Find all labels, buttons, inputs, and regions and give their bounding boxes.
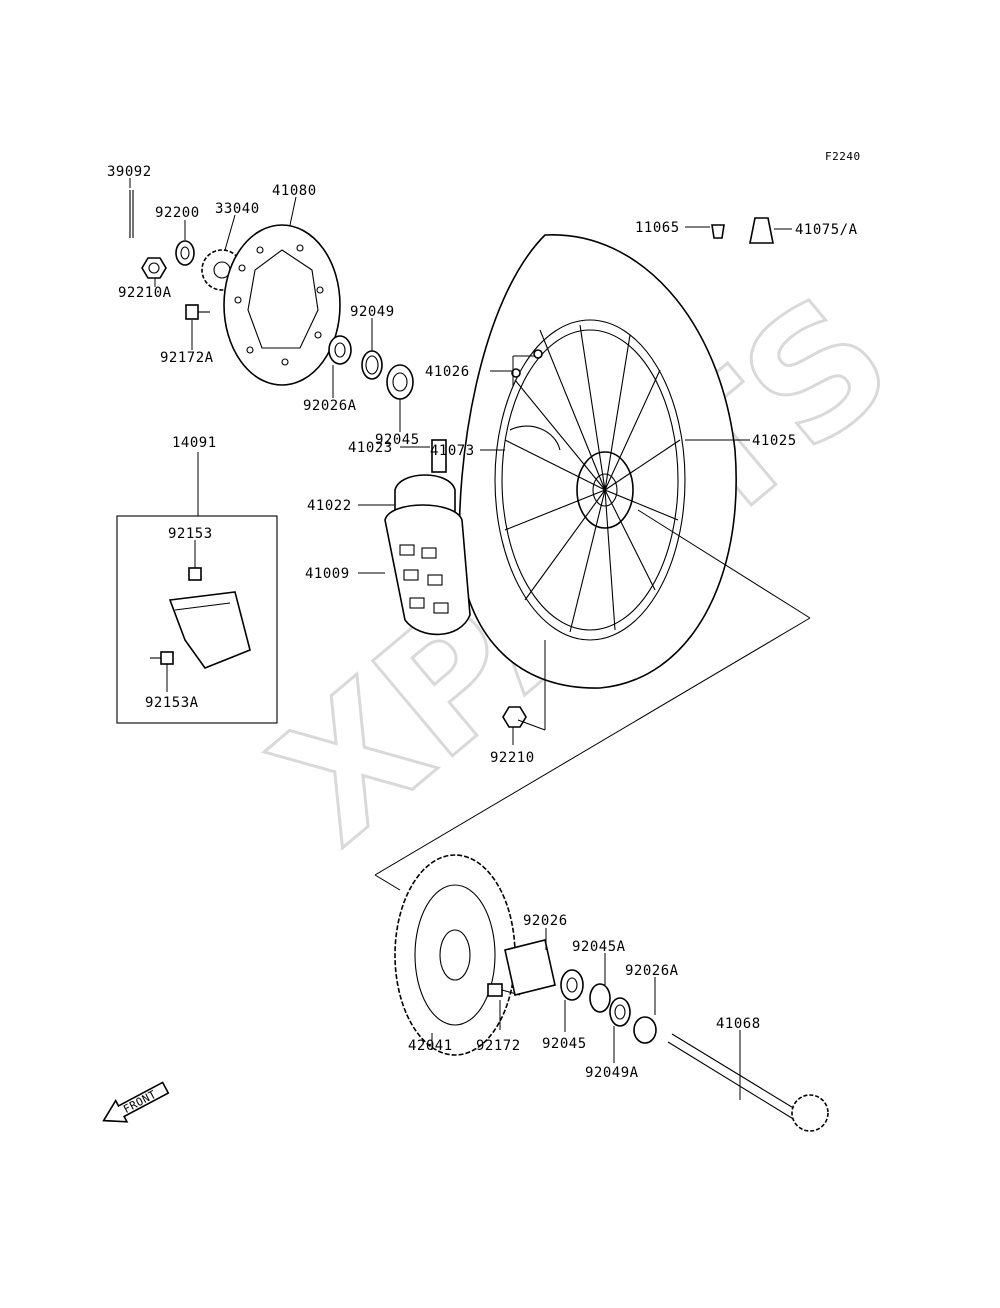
- label-41068[interactable]: 41068: [716, 1016, 761, 1032]
- washer-92200[interactable]: [175, 240, 195, 266]
- bearing-92045-bottom[interactable]: [560, 969, 584, 1001]
- axle-nut-92210A[interactable]: [141, 257, 167, 279]
- collar-92026A-top[interactable]: [328, 335, 352, 365]
- oil-seal-92049A[interactable]: [609, 997, 631, 1027]
- label-41073[interactable]: 41073: [430, 443, 475, 459]
- cotter-pin-39092[interactable]: [129, 190, 134, 238]
- label-92049A[interactable]: 92049A: [585, 1065, 639, 1081]
- label-92200[interactable]: 92200: [155, 205, 200, 221]
- label-41025[interactable]: 41025: [752, 433, 797, 449]
- label-41080[interactable]: 41080: [272, 183, 317, 199]
- bolt-92153[interactable]: [188, 567, 202, 581]
- valve-41023[interactable]: [431, 439, 447, 473]
- label-92210[interactable]: 92210: [490, 750, 535, 766]
- label-92172[interactable]: 92172: [476, 1038, 521, 1054]
- label-11065[interactable]: 11065: [635, 220, 680, 236]
- label-92045A[interactable]: 92045A: [572, 939, 626, 955]
- nut-92210[interactable]: [502, 706, 527, 728]
- label-92045-top[interactable]: 92045: [375, 432, 420, 448]
- label-92172A[interactable]: 92172A: [160, 350, 214, 366]
- label-41026[interactable]: 41026: [425, 364, 470, 380]
- bearing-92045-top[interactable]: [386, 364, 414, 400]
- oil-seal-92049[interactable]: [361, 350, 383, 380]
- chain-guide-box: [116, 515, 278, 724]
- rim-band-41073[interactable]: [509, 425, 561, 451]
- label-14091[interactable]: 14091: [172, 435, 217, 451]
- figure-code: F2240: [825, 150, 861, 163]
- bolt-92153A[interactable]: [150, 651, 174, 665]
- label-39092[interactable]: 39092: [107, 164, 152, 180]
- label-41009[interactable]: 41009: [305, 566, 350, 582]
- rim-lock-41075A[interactable]: [749, 217, 774, 244]
- rear-wheel-assembly[interactable]: [458, 234, 737, 689]
- label-41075A[interactable]: 41075/A: [795, 222, 858, 238]
- collar-92026A-bottom[interactable]: [633, 1016, 657, 1044]
- label-41022[interactable]: 41022: [307, 498, 352, 514]
- rear-sprocket-42041[interactable]: [394, 854, 516, 1056]
- axle-41068[interactable]: [667, 1033, 829, 1132]
- label-92045-bottom[interactable]: 92045: [542, 1036, 587, 1052]
- front-arrow: FRONT: [102, 1081, 170, 1123]
- label-92153[interactable]: 92153: [168, 526, 213, 542]
- label-33040[interactable]: 33040: [215, 201, 260, 217]
- label-92049[interactable]: 92049: [350, 304, 395, 320]
- label-92153A[interactable]: 92153A: [145, 695, 199, 711]
- spoke-nipple-41026[interactable]: [511, 349, 543, 378]
- valve-cap-11065[interactable]: [711, 224, 725, 239]
- spacer-92045A[interactable]: [589, 983, 611, 1013]
- chain-guide-14091[interactable]: [168, 591, 251, 669]
- collar-92026[interactable]: [504, 939, 556, 996]
- leader-lines: [129, 178, 811, 1100]
- label-92026[interactable]: 92026: [523, 913, 568, 929]
- label-42041[interactable]: 42041: [408, 1038, 453, 1054]
- label-41023[interactable]: 41023: [348, 440, 393, 456]
- label-92026A-bottom[interactable]: 92026A: [625, 963, 679, 979]
- bolt-92172A[interactable]: [185, 304, 210, 320]
- callout-labels: 39092 92200 33040 41080 92210A 92172A 92…: [107, 164, 858, 1081]
- tire-41009[interactable]: [384, 504, 471, 636]
- front-arrow-label: FRONT: [121, 1088, 159, 1116]
- label-92026A-top[interactable]: 92026A: [303, 398, 357, 414]
- label-92210A[interactable]: 92210A: [118, 285, 172, 301]
- brake-disc-41080[interactable]: [223, 224, 341, 386]
